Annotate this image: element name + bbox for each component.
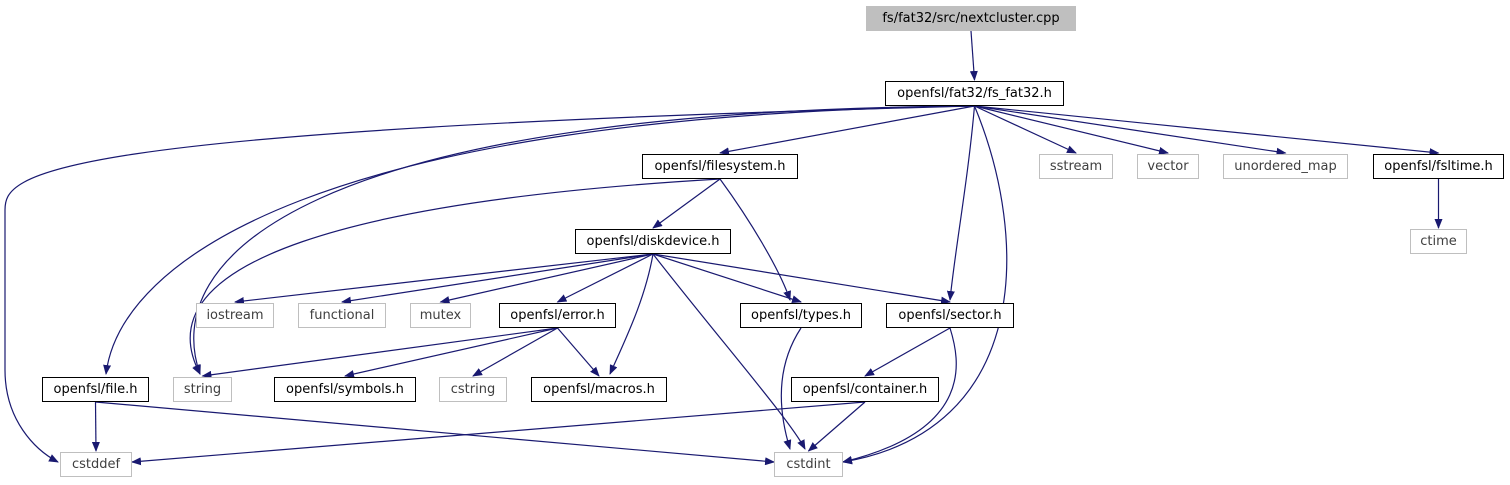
edge-fs_fat32-to-vector: [974, 105, 1169, 155]
node-iostream: iostream: [196, 303, 274, 328]
node-error-h[interactable]: openfsl/error.h: [499, 303, 616, 328]
edge-diskdevice-to-mutex: [439, 253, 654, 304]
edge-fs_fat32-to-string: [193, 105, 975, 375]
node-cstdint: cstdint: [774, 452, 843, 477]
edge-diskdevice-to-sector: [652, 253, 951, 305]
node-container-h[interactable]: openfsl/container.h: [791, 377, 939, 402]
edge-filesystem-to-diskdevice: [652, 178, 721, 229]
node-fsltime-h[interactable]: openfsl/fsltime.h: [1373, 154, 1504, 179]
edge-container-to-cstdint: [807, 401, 866, 452]
node-file-h[interactable]: openfsl/file.h: [42, 377, 149, 402]
edge-fs_fat32-to-sstream: [974, 105, 1077, 154]
edge-container-to-cstddef: [131, 401, 866, 466]
node-string: string: [173, 377, 232, 402]
node-cstddef: cstddef: [60, 452, 132, 477]
edge-fs_fat32-to-cstddef: [4, 105, 975, 463]
node-cstring: cstring: [439, 377, 507, 402]
node-sstream: sstream: [1039, 154, 1113, 179]
edge-sector-to-container: [864, 327, 951, 377]
edge-fs_fat32-to-cstdint: [842, 105, 1008, 465]
edge-error-to-string: [201, 327, 558, 379]
node-diskdevice-h[interactable]: openfsl/diskdevice.h: [575, 229, 731, 254]
node-vector: vector: [1137, 154, 1199, 179]
node-types-h[interactable]: openfsl/types.h: [740, 303, 862, 328]
node-ctime: ctime: [1410, 229, 1467, 254]
node-nextcluster-cpp[interactable]: fs/fat32/src/nextcluster.cpp: [866, 6, 1076, 31]
edge-fs_fat32-to-filesystem: [719, 105, 975, 156]
edge-error-to-macros: [557, 327, 600, 377]
edge-diskdevice-to-types: [652, 253, 802, 304]
edge-fs_fat32-to-fsltime: [974, 105, 1440, 157]
edge-types-to-cstdint: [780, 327, 802, 450]
edge-nextcluster-to-fs_fat32: [969, 30, 978, 81]
edge-filesystem-to-types: [719, 178, 791, 301]
edge-diskdevice-to-macros: [609, 253, 654, 375]
edge-file-to-cstddef: [91, 401, 100, 452]
node-mutex: mutex: [410, 303, 471, 328]
node-symbols-h[interactable]: openfsl/symbols.h: [274, 377, 416, 402]
edge-sector-to-cstdint: [842, 327, 957, 464]
edge-diskdevice-to-iostream: [234, 253, 654, 305]
edge-diskdevice-to-cstdint: [652, 253, 806, 450]
edge-filesystem-to-string: [189, 178, 721, 375]
node-filesystem-h[interactable]: openfsl/filesystem.h: [642, 154, 798, 179]
node-unordered-map: unordered_map: [1223, 154, 1348, 179]
node-sector-h[interactable]: openfsl/sector.h: [886, 303, 1014, 328]
edge-fs_fat32-to-sector: [946, 105, 976, 301]
edge-layer: [4, 30, 1443, 466]
edge-diskdevice-to-error: [556, 253, 654, 303]
edge-error-to-cstring: [472, 327, 558, 377]
edge-fs_fat32-to-file: [103, 105, 975, 375]
edge-diskdevice-to-functional: [341, 253, 654, 305]
edge-file-to-cstdint: [95, 401, 775, 466]
edge-fs_fat32-to-unordered_map: [974, 105, 1287, 156]
node-fs-fat32-h[interactable]: openfsl/fat32/fs_fat32.h: [885, 81, 1064, 106]
edge-error-to-symbols: [344, 327, 558, 378]
node-macros-h[interactable]: openfsl/macros.h: [531, 377, 667, 402]
node-functional: functional: [298, 303, 386, 328]
